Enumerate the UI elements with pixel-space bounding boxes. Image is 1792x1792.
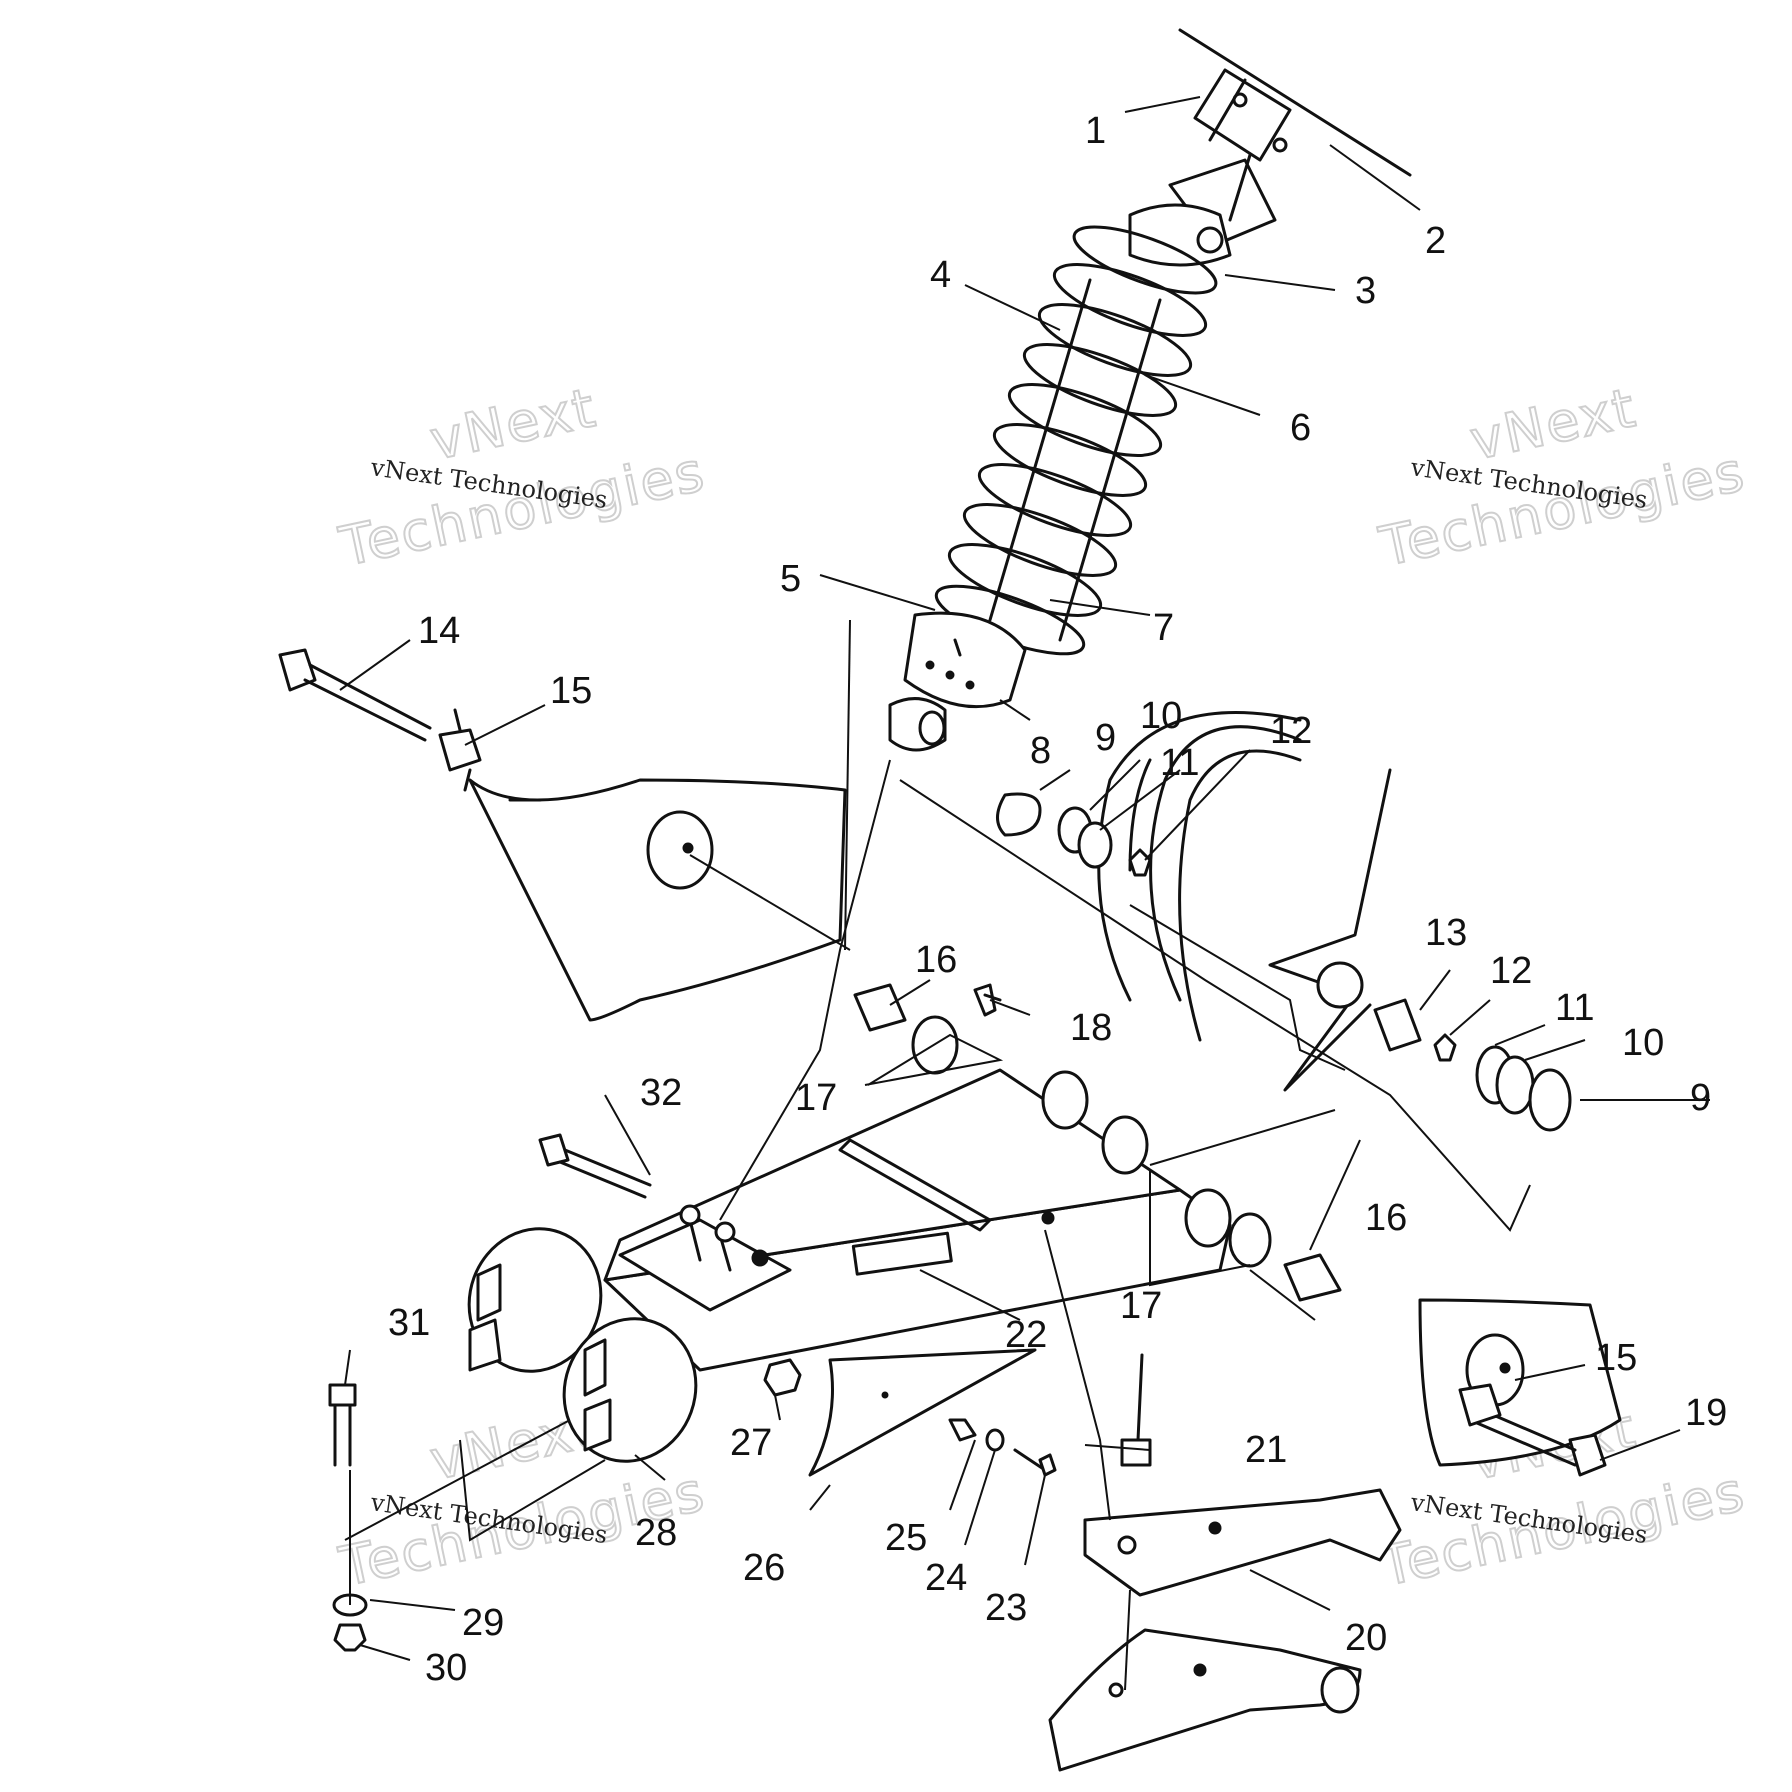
callout-8: 8 bbox=[1030, 730, 1051, 772]
callout-12-right: 12 bbox=[1490, 950, 1532, 992]
callout-18: 18 bbox=[1070, 1007, 1112, 1049]
callout-labels: 1 2 3 4 5 6 7 8 9 10 11 12 13 14 15 16 1… bbox=[388, 110, 1727, 1689]
bolt-21 bbox=[1120, 1353, 1152, 1467]
callout-16-right: 16 bbox=[1365, 1197, 1407, 1239]
callout-14: 14 bbox=[418, 610, 460, 652]
callout-11-right: 11 bbox=[1555, 987, 1594, 1029]
bolt-32 bbox=[538, 1133, 652, 1199]
callout-13: 13 bbox=[1425, 912, 1467, 954]
pivot-bushings bbox=[853, 983, 1342, 1302]
callout-9: 9 bbox=[1095, 717, 1116, 759]
callout-30: 30 bbox=[425, 1647, 467, 1689]
callout-9-right: 9 bbox=[1690, 1077, 1711, 1119]
coil-spring bbox=[934, 225, 1218, 656]
leader-lines bbox=[339, 96, 1710, 1691]
callout-32: 32 bbox=[640, 1072, 682, 1114]
plate-20 bbox=[1083, 1488, 1402, 1597]
bolt-left bbox=[278, 648, 482, 792]
callout-10-right: 10 bbox=[1622, 1022, 1664, 1064]
callout-3: 3 bbox=[1355, 270, 1376, 312]
shock-absorber bbox=[888, 203, 1232, 752]
left-mount-plate bbox=[468, 778, 847, 1022]
washer-stack-right bbox=[1373, 998, 1572, 1132]
bolt-31-washer-nut bbox=[328, 1383, 368, 1652]
callout-21: 21 bbox=[1245, 1429, 1287, 1471]
fasteners-23-25 bbox=[948, 1418, 1057, 1477]
callout-26: 26 bbox=[743, 1547, 785, 1589]
callout-5: 5 bbox=[780, 558, 801, 600]
callout-29: 29 bbox=[462, 1602, 504, 1644]
callout-1: 1 bbox=[1085, 110, 1106, 152]
callout-22: 22 bbox=[1005, 1314, 1047, 1356]
callout-7: 7 bbox=[1153, 607, 1174, 649]
callout-31: 31 bbox=[388, 1302, 430, 1344]
grease-fitting bbox=[973, 983, 1002, 1017]
callout-23: 23 bbox=[985, 1587, 1027, 1629]
nut-27 bbox=[763, 1358, 802, 1397]
watermark-brand-top: vNext bbox=[1465, 376, 1642, 473]
callout-2: 2 bbox=[1425, 220, 1446, 262]
callout-28: 28 bbox=[635, 1512, 677, 1554]
bolt-right bbox=[1458, 1383, 1607, 1477]
callout-15: 15 bbox=[550, 670, 592, 712]
swing-arm bbox=[467, 1068, 1232, 1463]
callout-19: 19 bbox=[1685, 1392, 1727, 1434]
callout-6: 6 bbox=[1290, 407, 1311, 449]
chain-guard bbox=[808, 1348, 1037, 1477]
callout-10: 10 bbox=[1140, 695, 1182, 737]
callout-11: 11 bbox=[1160, 742, 1199, 784]
frame-mount-bracket bbox=[1168, 28, 1412, 247]
lower-bracket bbox=[1048, 1628, 1362, 1772]
callout-16: 16 bbox=[915, 939, 957, 981]
washer-stack-left bbox=[996, 792, 1152, 877]
callout-12: 12 bbox=[1270, 710, 1312, 752]
wheel-tire-outline bbox=[1097, 711, 1392, 1092]
callout-17: 17 bbox=[795, 1077, 837, 1119]
callout-24: 24 bbox=[925, 1557, 967, 1599]
callout-17-right: 17 bbox=[1120, 1285, 1162, 1327]
callout-20: 20 bbox=[1345, 1617, 1387, 1659]
watermark-brand-top: vNext bbox=[425, 376, 602, 473]
callout-15-right: 15 bbox=[1595, 1337, 1637, 1379]
callout-25: 25 bbox=[885, 1517, 927, 1559]
callout-27: 27 bbox=[730, 1422, 772, 1464]
callout-4: 4 bbox=[930, 254, 951, 296]
